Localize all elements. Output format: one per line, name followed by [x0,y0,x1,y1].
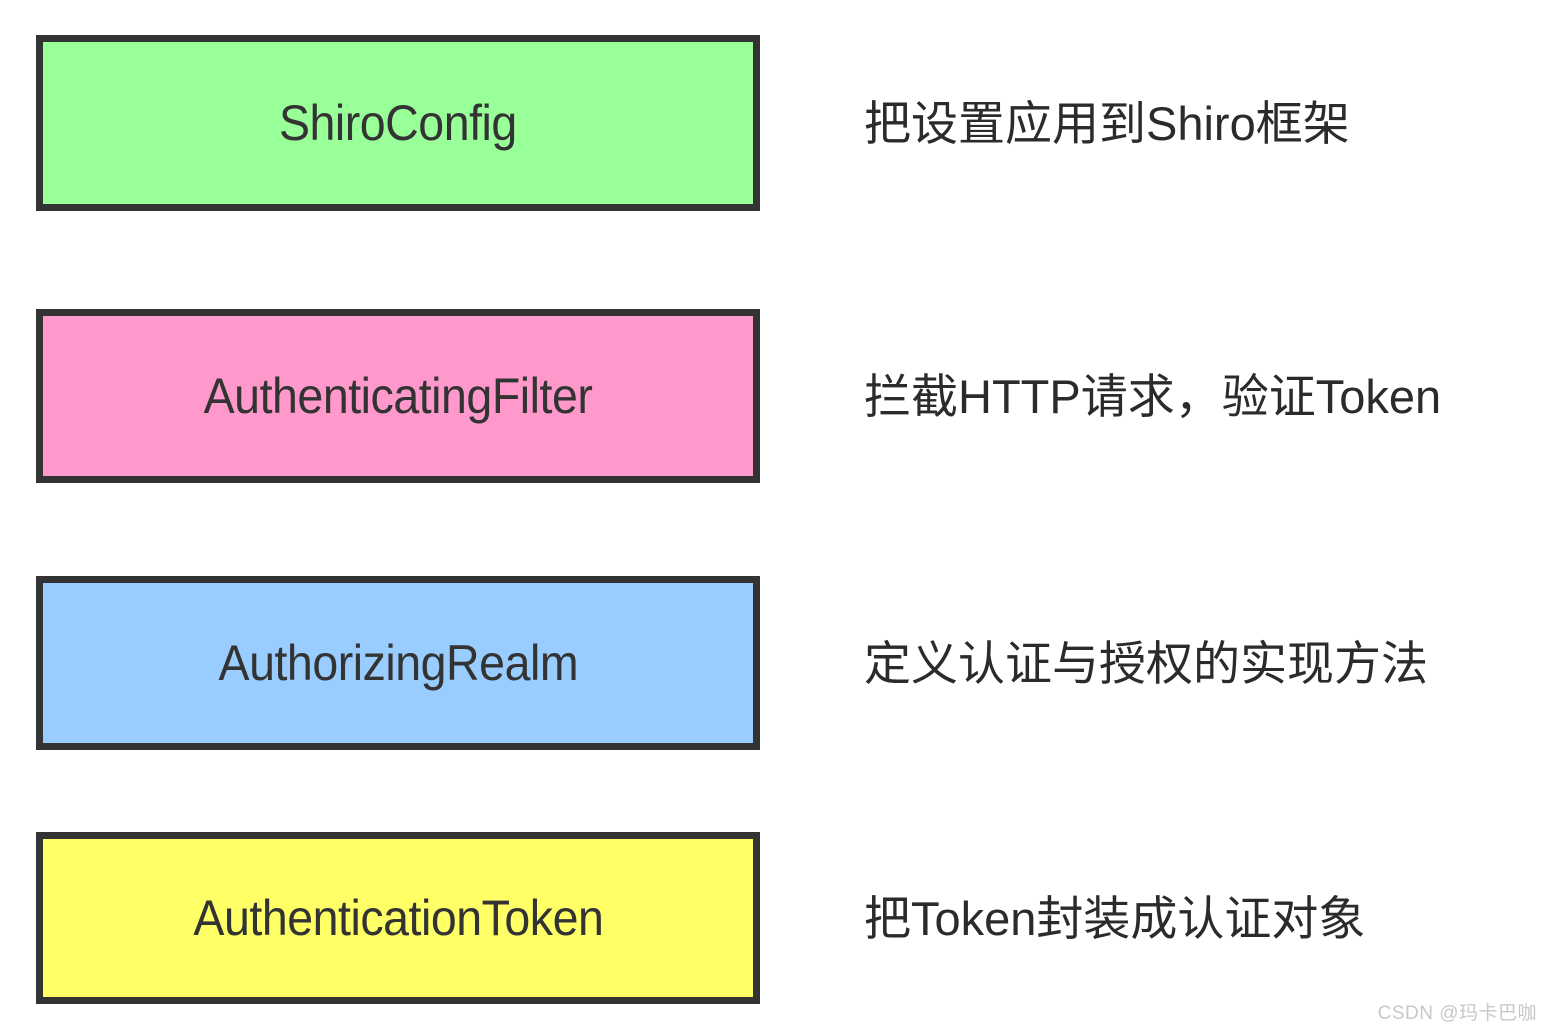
diagram-row-authenticationtoken: AuthenticationToken 把Token封装成认证对象 [0,832,1551,1004]
diagram-row-authorizingrealm: AuthorizingRealm 定义认证与授权的实现方法 [0,576,1551,750]
diagram-box-label: AuthenticatingFilter [203,368,593,424]
diagram-box-shiroconfig: ShiroConfig [36,35,760,211]
diagram-row-authenticatingfilter: AuthenticatingFilter 拦截HTTP请求，验证Token [0,309,1551,483]
diagram-box-label: AuthorizingRealm [218,635,578,691]
diagram-box-label: AuthenticationToken [193,890,603,946]
diagram-box-authenticationtoken: AuthenticationToken [36,832,760,1004]
diagram-row-shiroconfig: ShiroConfig 把设置应用到Shiro框架 [0,35,1551,211]
csdn-watermark: CSDN @玛卡巴咖 [1377,1003,1537,1024]
diagram-description-authenticationtoken: 把Token封装成认证对象 [864,891,1366,945]
diagram-box-authenticatingfilter: AuthenticatingFilter [36,309,760,483]
diagram-box-authorizingrealm: AuthorizingRealm [36,576,760,750]
diagram-box-label: ShiroConfig [279,95,517,151]
diagram-description-shiroconfig: 把设置应用到Shiro框架 [864,96,1350,150]
diagram-description-authorizingrealm: 定义认证与授权的实现方法 [864,636,1428,690]
diagram-description-authenticatingfilter: 拦截HTTP请求，验证Token [864,369,1442,423]
